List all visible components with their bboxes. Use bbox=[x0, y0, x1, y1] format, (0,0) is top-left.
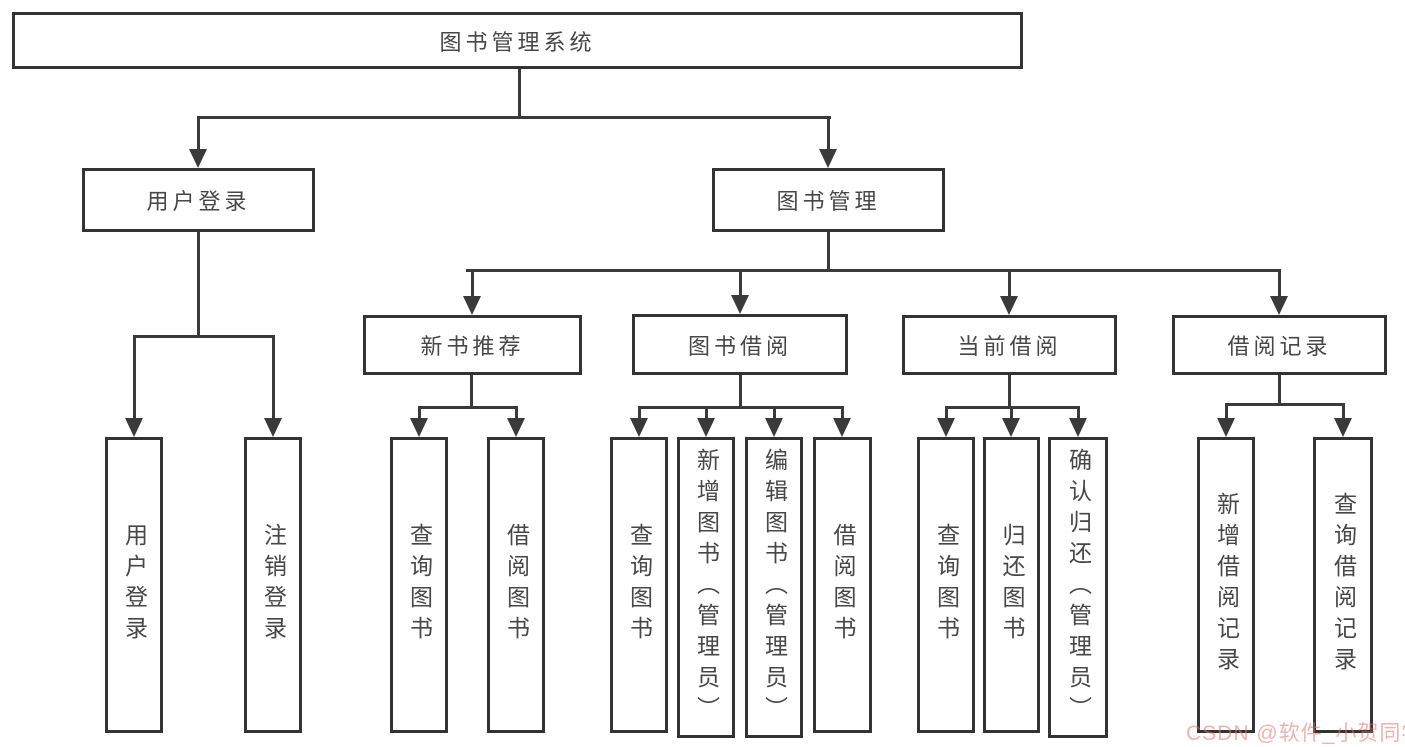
connector-line bbox=[705, 406, 708, 418]
arrow-down-icon bbox=[410, 418, 428, 437]
arrow-down-icon bbox=[819, 149, 837, 168]
connector-line bbox=[466, 269, 1281, 272]
csdn-watermark: CSDN @软件_小贺同学 bbox=[1186, 722, 1405, 745]
connector-line bbox=[827, 116, 830, 150]
connector-line bbox=[1077, 406, 1080, 418]
connector-line bbox=[418, 406, 518, 409]
node-root-system: 图书管理系统 bbox=[12, 12, 1023, 69]
leaf-newbook-query: 查询图书 bbox=[390, 437, 448, 733]
connector-line bbox=[1225, 403, 1228, 418]
leaf-borrow-add-admin: 新增图书（管理员） bbox=[677, 437, 735, 738]
leaf-logout: 注销登录 bbox=[244, 437, 302, 733]
connector-line bbox=[638, 406, 843, 409]
leaf-record-add: 新增借阅记录 bbox=[1197, 437, 1255, 733]
leaf-newbook-borrow: 借阅图书 bbox=[487, 437, 545, 733]
leaf-current-query: 查询图书 bbox=[917, 437, 975, 733]
leaf-user-login: 用户登录 bbox=[105, 437, 163, 733]
arrow-down-icon bbox=[1069, 418, 1087, 437]
connector-line bbox=[1278, 269, 1281, 296]
connector-line bbox=[272, 335, 275, 418]
connector-line bbox=[1342, 403, 1345, 418]
node-new-book-recommend: 新书推荐 bbox=[363, 315, 582, 375]
arrow-down-icon bbox=[833, 418, 851, 437]
arrow-down-icon bbox=[189, 149, 207, 168]
connector-line bbox=[515, 406, 518, 418]
node-user-login: 用户登录 bbox=[82, 168, 315, 232]
connector-line bbox=[418, 406, 421, 418]
arrow-down-icon bbox=[731, 295, 749, 314]
connector-line bbox=[133, 335, 136, 418]
arrow-down-icon bbox=[1334, 418, 1352, 437]
leaf-borrow-query: 查询图书 bbox=[610, 437, 668, 733]
connector-line bbox=[773, 406, 776, 418]
connector-line bbox=[638, 406, 641, 418]
arrow-down-icon bbox=[463, 296, 481, 315]
node-borrow-record: 借阅记录 bbox=[1172, 315, 1387, 375]
node-book-management: 图书管理 bbox=[712, 168, 945, 232]
leaf-current-confirm-admin: 确认归还（管理员） bbox=[1048, 437, 1108, 738]
connector-line bbox=[197, 116, 831, 119]
connector-line bbox=[739, 269, 742, 296]
leaf-current-return: 归还图书 bbox=[983, 437, 1040, 733]
connector-line bbox=[471, 269, 474, 296]
connector-line bbox=[197, 232, 200, 337]
connector-line bbox=[841, 406, 844, 418]
connector-line bbox=[518, 69, 521, 118]
arrow-down-icon bbox=[630, 418, 648, 437]
connector-line bbox=[827, 232, 830, 272]
connector-line bbox=[470, 375, 473, 408]
connector-line bbox=[133, 335, 275, 338]
connector-line bbox=[1010, 406, 1013, 418]
arrow-down-icon bbox=[1270, 296, 1288, 315]
arrow-down-icon bbox=[1002, 418, 1020, 437]
arrow-down-icon bbox=[125, 418, 143, 437]
arrow-down-icon bbox=[1000, 296, 1018, 315]
node-book-borrow: 图书借阅 bbox=[632, 314, 848, 375]
leaf-record-query: 查询借阅记录 bbox=[1313, 437, 1373, 733]
arrow-down-icon bbox=[697, 418, 715, 437]
connector-line bbox=[1225, 403, 1344, 406]
arrow-down-icon bbox=[937, 418, 955, 437]
connector-line bbox=[1008, 269, 1011, 296]
connector-line bbox=[945, 406, 948, 418]
connector-line bbox=[197, 116, 200, 150]
arrow-down-icon bbox=[765, 418, 783, 437]
arrow-down-icon bbox=[507, 418, 525, 437]
leaf-borrow-book: 借阅图书 bbox=[813, 437, 872, 733]
leaf-borrow-edit-admin: 编辑图书（管理员） bbox=[745, 437, 803, 738]
connector-line bbox=[1008, 375, 1011, 408]
arrow-down-icon bbox=[1217, 418, 1235, 437]
connector-line bbox=[739, 375, 742, 408]
node-current-borrow: 当前借阅 bbox=[902, 315, 1117, 375]
connector-line bbox=[1278, 375, 1281, 405]
arrow-down-icon bbox=[264, 418, 282, 437]
